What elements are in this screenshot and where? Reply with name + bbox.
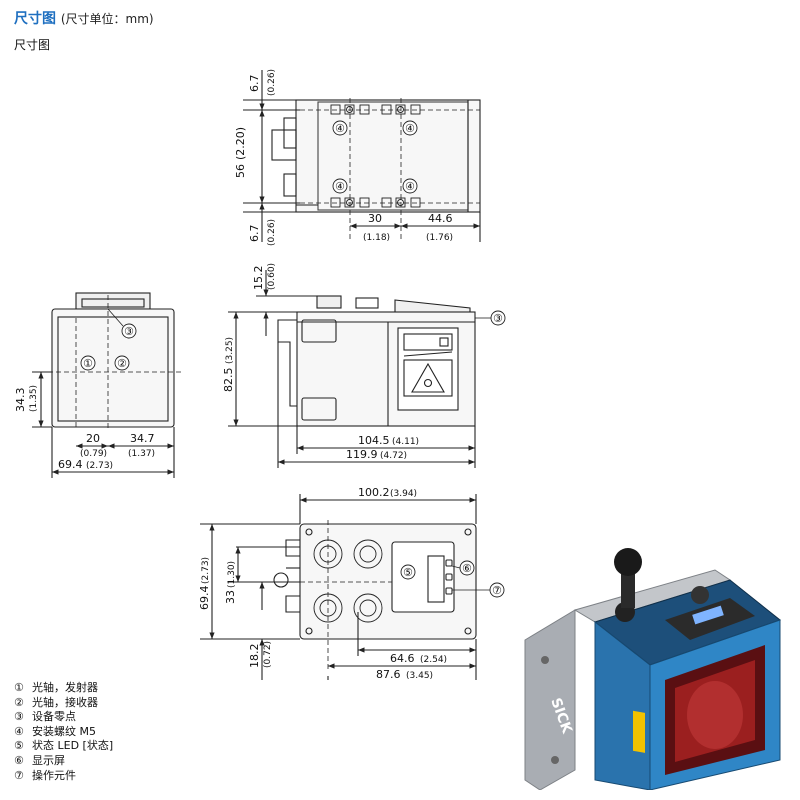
title-unit: (尺寸单位：mm): [60, 12, 154, 26]
front-dim-x1-in: (0.79): [80, 449, 107, 459]
legend-num: ⑥: [14, 753, 24, 767]
legend-text: 安装螺纹 M5: [32, 724, 96, 738]
subtitle: 尺寸图: [14, 38, 51, 52]
dim-x1-in: (1.18): [363, 233, 390, 243]
legend-num: ③: [14, 710, 24, 724]
dim-x1-mm: 30: [368, 212, 382, 225]
legend-text: 操作元件: [32, 768, 76, 782]
side-dim-height-in: (3.25): [225, 337, 235, 364]
back-dim-mid-mm: 33: [224, 590, 237, 604]
side-dim-top-mm: 15.2: [252, 266, 265, 291]
legend-num: ②: [14, 695, 24, 709]
marker-4-a: ④: [335, 122, 345, 135]
legend-text: 设备零点: [32, 710, 76, 724]
legend-text: 显示屏: [32, 753, 65, 767]
marker-3-front: ③: [124, 325, 134, 338]
legend-item: ⑥ 显示屏: [14, 754, 113, 769]
front-dim-height-mm: 34.3: [14, 388, 27, 413]
back-dim-x1-in: (2.54): [420, 655, 447, 665]
dim-bottom-mm: 6.7: [248, 225, 261, 243]
side-dim-w1-in: (4.11): [392, 437, 419, 447]
legend-num: ④: [14, 724, 24, 738]
dim-x2-in: (1.76): [426, 233, 453, 243]
back-dim-height-mm: 69.4: [198, 586, 211, 611]
legend-num: ⑦: [14, 768, 24, 782]
back-view: [200, 494, 505, 680]
legend-item: ④ 安装螺纹 M5: [14, 725, 113, 740]
marker-7: ⑦: [492, 584, 502, 597]
dim-bottom-in: (0.26): [267, 219, 277, 246]
marker-5: ⑤: [403, 566, 413, 579]
title-text: 尺寸图: [14, 11, 56, 27]
back-dim-mid-in: (1.30): [227, 561, 237, 588]
marker-4-d: ④: [405, 180, 415, 193]
legend-item: ① 光轴，发射器: [14, 681, 113, 696]
legend-item: ③ 设备零点: [14, 710, 113, 725]
side-dim-w2-mm: 119.9: [346, 448, 378, 461]
dim-x2-mm: 44.6: [428, 212, 453, 225]
marker-1: ①: [83, 357, 93, 370]
legend-num: ①: [14, 681, 24, 694]
product-photo: SICK: [524, 548, 782, 790]
side-view: [228, 270, 506, 468]
marker-6: ⑥: [462, 562, 472, 575]
dim-height-in: (2.20): [234, 127, 247, 160]
marker-4-b: ④: [405, 122, 415, 135]
marker-4-c: ④: [335, 180, 345, 193]
side-dim-w2-in: (4.72): [380, 451, 407, 461]
back-dim-width-in: (3.94): [390, 489, 417, 499]
legend-text: 状态 LED [状态]: [32, 739, 114, 753]
back-dim-width-mm: 100.2: [358, 486, 390, 499]
side-dim-top-in: (0.60): [267, 263, 277, 290]
back-dim-bottom-in: (0.72): [263, 641, 273, 668]
legend-item: ⑤ 状态 LED [状态]: [14, 739, 113, 754]
front-dim-height-in: (1.35): [29, 385, 39, 412]
front-dim-width-mm: 69.4: [58, 458, 83, 471]
legend-item: ⑦ 操作元件: [14, 769, 113, 784]
dim-height-mm: 56: [234, 164, 247, 178]
side-dim-height-mm: 82.5: [222, 368, 235, 393]
back-dim-x1-mm: 64.6: [390, 652, 415, 665]
legend-text: 光轴，发射器: [32, 681, 98, 694]
back-dim-height-in: (2.73): [201, 557, 211, 584]
front-dim-width-in: (2.73): [86, 461, 113, 471]
front-dim-x2-mm: 34.7: [130, 432, 155, 445]
dim-top-in: (0.26): [267, 69, 277, 96]
front-dim-x2-in: (1.37): [128, 449, 155, 459]
legend-item: ② 光轴，接收器: [14, 696, 113, 711]
dim-top-mm: 6.7: [248, 75, 261, 93]
side-dim-w1-mm: 104.5: [358, 434, 390, 447]
back-dim-bottom-mm: 18.2: [248, 644, 261, 669]
legend-num: ⑤: [14, 739, 24, 753]
front-view: [32, 292, 182, 478]
marker-2: ②: [117, 357, 127, 370]
legend-text: 光轴，接收器: [32, 695, 98, 709]
front-dim-x1-mm: 20: [86, 432, 100, 445]
back-dim-x2-in: (3.45): [406, 671, 433, 681]
back-dim-x2-mm: 87.6: [376, 668, 401, 681]
legend: ① 光轴，发射器 ② 光轴，接收器 ③ 设备零点 ④ 安装螺纹 M5 ⑤ 状态 LED […: [14, 681, 113, 783]
marker-3-side: ③: [493, 312, 503, 325]
top-view: [243, 70, 481, 242]
page-title: 尺寸图 (尺寸单位：mm): [14, 8, 154, 28]
